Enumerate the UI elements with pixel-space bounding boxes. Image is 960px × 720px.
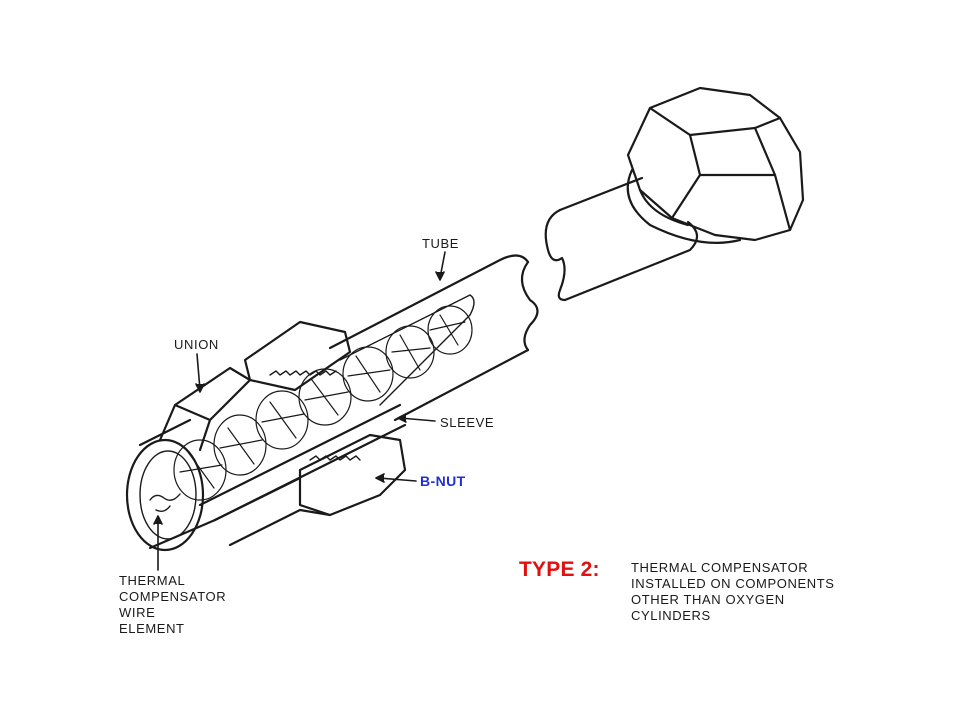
thermal-element-label-line: COMPENSATOR xyxy=(119,589,227,604)
type-description-line: CYLINDERS xyxy=(631,608,711,623)
thermal-element-label-line: THERMAL xyxy=(119,573,186,588)
tube-cut-end-right xyxy=(544,208,567,302)
b-nut-lower xyxy=(213,476,332,547)
b-nut-threads xyxy=(309,455,361,461)
leader-lines xyxy=(153,251,446,571)
tube-arrow xyxy=(435,271,445,281)
union-label: UNION xyxy=(174,337,219,352)
wire-end-loop xyxy=(149,493,181,513)
tube-inner-wall xyxy=(339,294,475,406)
b-nut-body xyxy=(298,433,407,517)
type-description-line: OTHER THAN OXYGEN xyxy=(631,592,785,607)
sleeve-outline xyxy=(198,403,407,522)
wire-element-arrow xyxy=(153,515,163,525)
union xyxy=(158,320,352,452)
sleeve-arrow xyxy=(397,413,407,423)
type-description-line: INSTALLED ON COMPONENTS xyxy=(631,576,835,591)
union-hex-top xyxy=(243,320,352,392)
tube-label: TUBE xyxy=(422,236,460,251)
tube-outline xyxy=(328,254,530,422)
type-description-line: THERMAL COMPENSATOR xyxy=(631,560,809,575)
b-nut-leader xyxy=(377,477,417,482)
type-heading: TYPE 2: xyxy=(519,558,600,581)
union-threads xyxy=(269,370,337,376)
far-end-fitting xyxy=(544,86,805,302)
tube-cut-end-left xyxy=(520,260,539,352)
type-description: THERMAL COMPENSATOR INSTALLED ON COMPONE… xyxy=(631,560,835,624)
thermal-element-label-line: WIRE xyxy=(119,605,156,620)
fitting-stem xyxy=(558,176,699,302)
b-nut-arrow xyxy=(375,473,385,483)
nut-collar xyxy=(626,168,742,244)
union-front-opening xyxy=(125,418,217,552)
union-hex-side xyxy=(158,366,252,452)
b-nut xyxy=(213,433,407,547)
thermal-element-label-line: ELEMENT xyxy=(119,621,185,636)
thermal-element-label: THERMAL COMPENSATOR WIRE ELEMENT xyxy=(119,573,226,637)
hex-nut-facets xyxy=(648,106,792,232)
b-nut-label: B-NUT xyxy=(420,473,466,489)
wire-element xyxy=(173,305,473,501)
tube xyxy=(328,254,539,422)
sleeve-label: SLEEVE xyxy=(440,415,495,430)
union-arrow xyxy=(195,383,205,393)
sleeve xyxy=(198,403,407,522)
